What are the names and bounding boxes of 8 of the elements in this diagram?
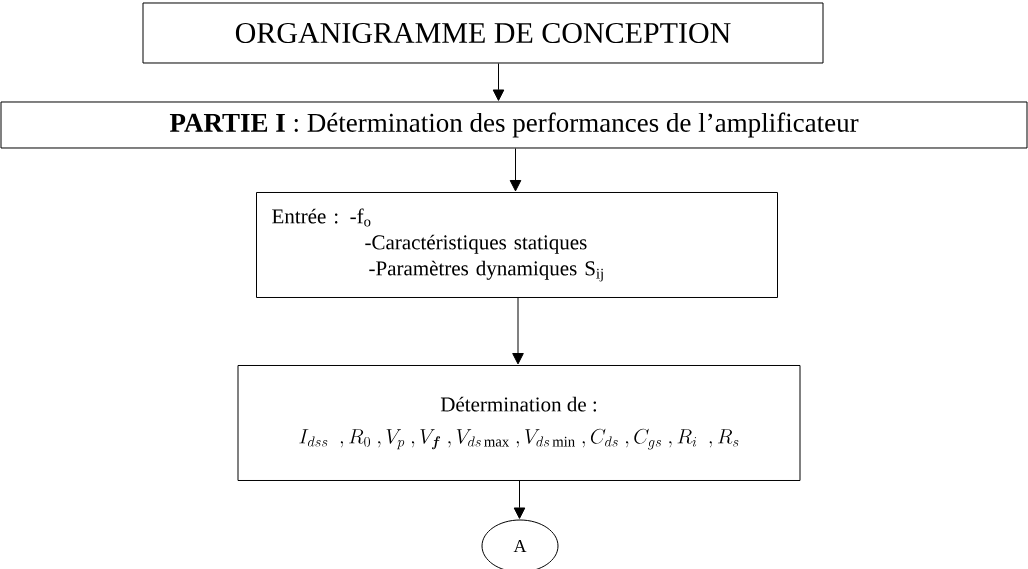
section-band: PARTIE I : Détermination des performances de l’amplificateur	[0, 101, 1028, 149]
arrow	[492, 63, 505, 101]
title-box: ORGANIGRAMME DE CONCEPTION	[142, 2, 824, 64]
process-box: Entrée : -f$_{o}$ -Caractéristiques statiques -Paramètres dynamiques S$_{ij}$	[256, 192, 778, 298]
arrow	[512, 297, 524, 365]
arrow	[509, 148, 522, 192]
process-box: Détermination de : $I_{dss}\ \ , R_{0}\ , V_{p}\ , V_{\boldsymbol{f}}\ , V_{ds\,\mathrm{max}}\ , V_{ds\,\mathrm{min}}\ , C_{ds}\ , C_{gs}\ , R_{i}\ \ , R_{s}$	[237, 365, 801, 481]
arrow	[513, 480, 526, 519]
